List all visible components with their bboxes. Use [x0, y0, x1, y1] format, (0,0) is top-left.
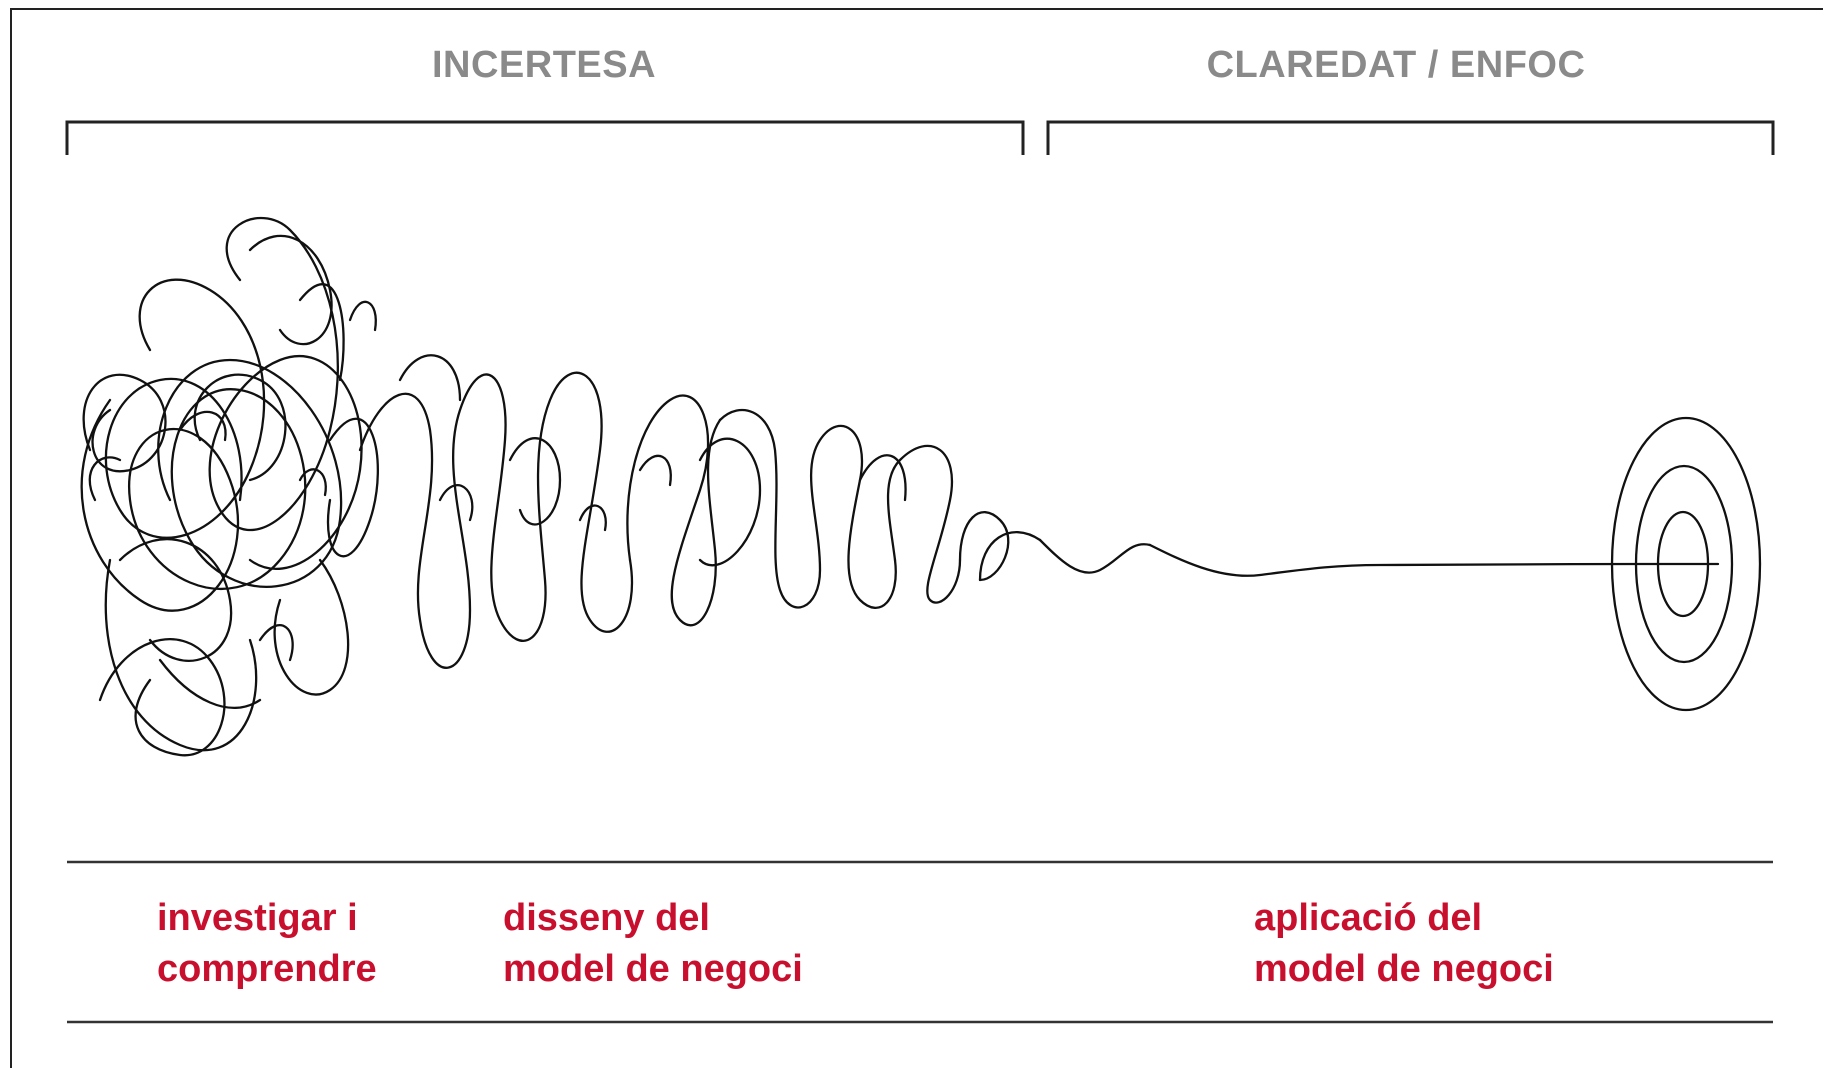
bullseye-icon: [1610, 416, 1762, 712]
phase-label-clarity-focus: CLAREDAT / ENFOC: [1206, 44, 1586, 86]
stage-label-design: disseny del model de negoci: [503, 897, 803, 990]
stage-label-research: investigar i comprendre: [157, 897, 377, 990]
stage-label-application: aplicació del model de negoci: [1254, 897, 1554, 990]
bracket-left: [65, 120, 1025, 155]
phase-label-uncertainty: INCERTESA: [431, 44, 657, 86]
diagram-frame: [10, 8, 1823, 1068]
bracket-right: [1046, 120, 1775, 155]
scribble-line: [80, 216, 1720, 757]
